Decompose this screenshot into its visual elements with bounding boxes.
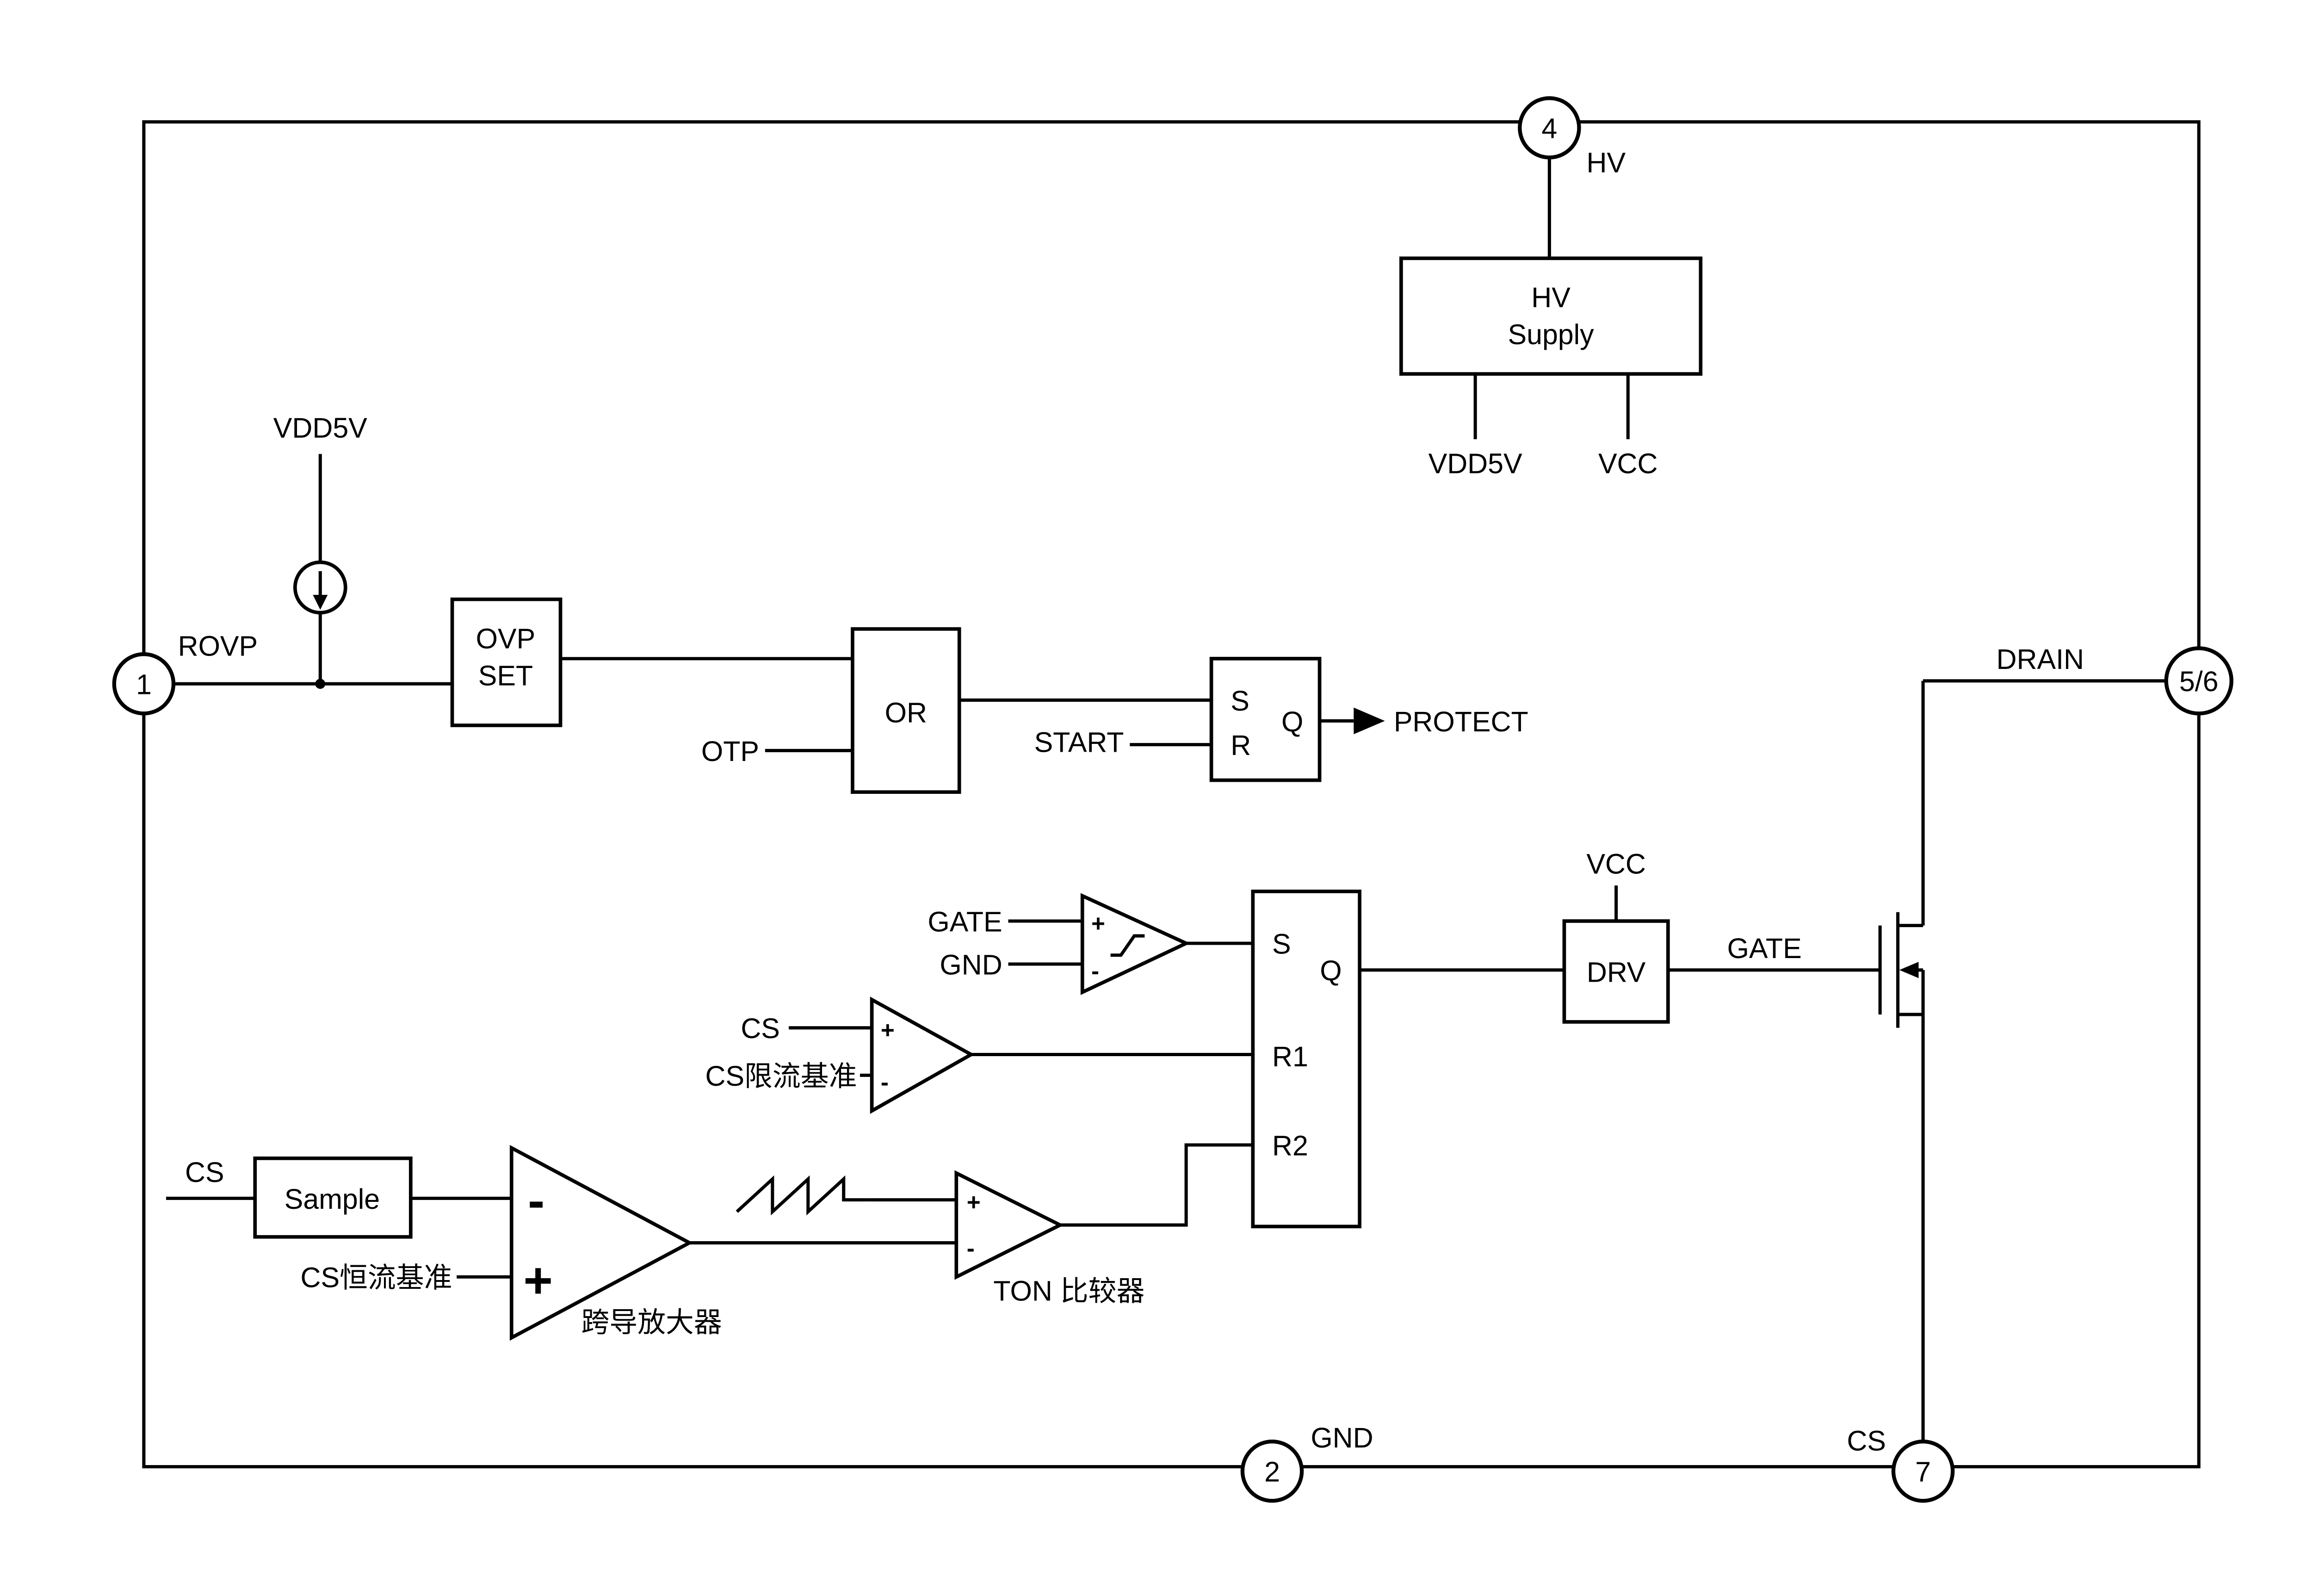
pin-7-number: 7	[1915, 1456, 1931, 1488]
gnd-fb-label: GND	[940, 949, 1002, 980]
current-source-arrowhead-icon	[313, 594, 328, 610]
pin-2-number: 2	[1264, 1456, 1280, 1488]
mosfet-symbol	[1878, 912, 1925, 1028]
pin-1-number: 1	[136, 669, 152, 700]
cs-limit-ref-label: CS限流基准	[705, 1060, 857, 1092]
drv-block	[1562, 919, 1670, 1024]
pwm-latch-s-label: S	[1272, 928, 1291, 960]
sample-block	[253, 1157, 413, 1239]
or-block	[851, 627, 961, 794]
cs-cc-ref-label: CS恒流基准	[300, 1262, 452, 1293]
cs-cmp-minus-sign: -	[881, 1069, 889, 1095]
pin-7-circle	[1891, 1439, 1955, 1503]
ton-comparator-label: TON 比较器	[993, 1275, 1144, 1307]
cs-limit-label: CS	[741, 1013, 780, 1044]
cs-sample-label: CS	[185, 1157, 224, 1188]
or-label: OR	[885, 697, 927, 729]
hv-supply-label-line1: HV	[1531, 282, 1571, 313]
pwm-latch-q-label: Q	[1320, 955, 1342, 986]
otp-label: OTP	[701, 736, 759, 767]
hysteresis-icon	[1110, 934, 1145, 957]
ton-comparator-triangle	[954, 1170, 1064, 1280]
cs-cmp-plus-sign: +	[881, 1017, 895, 1043]
protect-latch-q-label: Q	[1281, 706, 1303, 737]
junction-dot	[315, 679, 326, 689]
protect-label: PROTECT	[1394, 706, 1528, 737]
hv-supply-block	[1399, 256, 1703, 376]
wire-ton-to-r2	[1060, 1143, 1253, 1227]
pwm-latch-block	[1251, 890, 1361, 1229]
ovp-set-label-line2: SET	[478, 660, 533, 691]
pin-56-circle	[2164, 646, 2233, 716]
drain-label: DRAIN	[1997, 643, 2084, 675]
pin-4-circle	[1518, 96, 1581, 160]
gm-minus-sign: -	[528, 1172, 544, 1229]
gm-amplifier-triangle	[509, 1145, 693, 1341]
gm-plus-sign: +	[523, 1252, 553, 1309]
ton-plus-sign: +	[967, 1189, 981, 1215]
sawtooth-waveform-icon	[736, 1175, 871, 1216]
start-label: START	[1034, 727, 1124, 758]
ovp-set-block	[450, 597, 563, 727]
gnd-pin-label: GND	[1311, 1422, 1373, 1454]
pwm-latch-r2-label: R2	[1272, 1130, 1308, 1161]
vdd5v-ref-label: VDD5V	[273, 412, 367, 444]
gate-fb-label: GATE	[928, 906, 1002, 937]
pin-4-number: 4	[1541, 113, 1557, 144]
protect-arrowhead-icon	[1354, 707, 1385, 735]
pin-1-circle	[112, 652, 176, 716]
pwm-latch-r1-label: R1	[1272, 1041, 1308, 1072]
protect-latch-s-label: S	[1231, 685, 1249, 717]
vcc-supply-label: VCC	[1598, 448, 1658, 479]
rovp-label: ROVP	[178, 630, 258, 662]
cs-comparator-triangle	[870, 996, 975, 1114]
ton-minus-sign: -	[967, 1235, 975, 1261]
pin-2-circle	[1240, 1439, 1304, 1503]
schmitt-comparator-triangle	[1080, 893, 1191, 995]
gate-drive-label: GATE	[1727, 933, 1801, 964]
sample-label: Sample	[284, 1183, 380, 1215]
ic-boundary	[142, 120, 2201, 1469]
gm-amp-label: 跨导放大器	[581, 1306, 722, 1338]
hv-supply-label-line2: Supply	[1508, 319, 1594, 350]
schmitt-plus-sign: +	[1091, 910, 1105, 936]
vcc-drv-label: VCC	[1586, 848, 1646, 879]
schmitt-minus-sign: -	[1091, 958, 1099, 984]
protect-latch-r-label: R	[1231, 730, 1251, 761]
ovp-set-label-line1: OVP	[476, 623, 536, 654]
cs-pin-label: CS	[1847, 1425, 1886, 1456]
vdd5v-supply-label: VDD5V	[1429, 448, 1522, 479]
protect-latch-block	[1209, 656, 1322, 782]
pin-56-number: 5/6	[2179, 666, 2219, 697]
drv-label: DRV	[1587, 956, 1646, 988]
mosfet-arrow-icon	[1899, 962, 1919, 978]
hv-pin-label: HV	[1586, 147, 1626, 178]
